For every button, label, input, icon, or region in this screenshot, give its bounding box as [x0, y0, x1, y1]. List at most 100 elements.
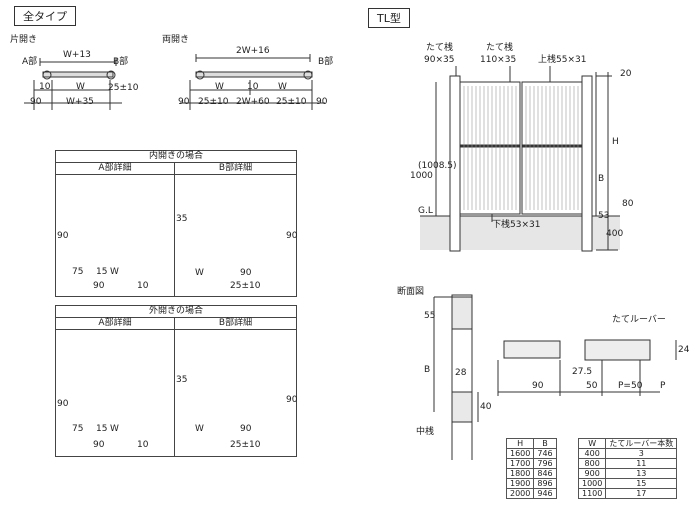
louver-cell: 13 [605, 468, 678, 479]
outward-a-d75: 75 [72, 424, 84, 434]
single-d90: 90 [30, 97, 42, 107]
hb-cell: 1900 [505, 478, 535, 489]
outward-panel: 外開きの場合 A部詳細 B部詳細 [55, 305, 297, 457]
hb-cell: 1600 [505, 448, 535, 459]
double-w2: W [278, 82, 287, 92]
outward-divider [174, 318, 175, 456]
elev-bottom-rail: 下桟53×31 [492, 220, 541, 230]
tl-type-tag: TL型 [368, 8, 410, 28]
section-d27-5: 27.5 [572, 367, 593, 377]
hb-header-b: B [533, 438, 557, 449]
double-swing-title: 両開き [162, 35, 190, 45]
double-w1: W [215, 82, 224, 92]
inward-a-w: W [110, 267, 119, 277]
louver-cell: 1000 [577, 478, 607, 489]
hb-cell: 746 [533, 448, 557, 459]
louver-header-w: W [577, 438, 607, 449]
louver-cell: 11 [605, 458, 678, 469]
inward-a-d90b: 90 [93, 281, 105, 291]
inward-divider [174, 163, 175, 296]
hb-cell: 896 [533, 478, 557, 489]
section-p: P [660, 381, 666, 391]
elev-post1-size: 90×35 [424, 55, 455, 65]
section-d24: 24 [678, 345, 690, 355]
section-d55: 55 [424, 311, 436, 321]
louver-cell: 15 [605, 478, 678, 489]
inward-b-d90: 90 [240, 268, 252, 278]
single-w13: W+13 [63, 50, 91, 60]
double-d90b: 90 [316, 97, 328, 107]
louver-header-count: たてルーバー本数 [605, 438, 678, 449]
louver-cell: 17 [605, 488, 678, 499]
elev-d80: 80 [622, 199, 634, 209]
single-a-part: A部 [22, 57, 38, 67]
hb-cell: 946 [533, 488, 557, 499]
hb-header-h: H [505, 438, 535, 449]
inward-a-d15: 15 [96, 267, 108, 277]
outward-a-d10: 10 [137, 440, 149, 450]
double-w2-16: 2W+16 [236, 46, 270, 56]
outward-header: 外開きの場合 [56, 306, 296, 318]
elev-h: H [612, 137, 619, 147]
section-middle: 中桟 [416, 427, 435, 437]
inward-b-d90v: 90 [286, 231, 298, 241]
double-d90a: 90 [178, 97, 190, 107]
hb-cell: 846 [533, 468, 557, 479]
all-type-tag: 全タイプ [14, 6, 76, 26]
inward-a-d90: 90 [57, 231, 69, 241]
inward-b-d35: 35 [176, 214, 188, 224]
section-p50: P=50 [618, 381, 643, 391]
louver-cell: 3 [605, 448, 678, 459]
louver-cell: 800 [577, 458, 607, 469]
outward-b-d25: 25±10 [230, 440, 261, 450]
hb-cell: 2000 [505, 488, 535, 499]
elev-top-rail: 上桟55×31 [538, 55, 587, 65]
outward-a-d90: 90 [57, 399, 69, 409]
outward-a-d90b: 90 [93, 440, 105, 450]
outward-a-detail: A部詳細 [56, 318, 174, 330]
double-w2-60: 2W+60 [236, 97, 270, 107]
elev-d400: 400 [606, 229, 624, 239]
inward-a-d75: 75 [72, 267, 84, 277]
inward-a-d10: 10 [137, 281, 149, 291]
double-d25a: 25±10 [198, 97, 229, 107]
outward-b-d90: 90 [240, 424, 252, 434]
single-d25: 25±10 [108, 83, 139, 93]
inward-header: 内開きの場合 [56, 151, 296, 163]
single-b-part: B部 [113, 57, 129, 67]
elev-post2-size: 110×35 [480, 55, 517, 65]
single-swing-title: 片開き [10, 35, 38, 45]
double-d25b: 25±10 [276, 97, 307, 107]
outward-b-d35: 35 [176, 375, 188, 385]
elev-post2: たて桟 [486, 43, 514, 53]
elev-b: B [598, 174, 605, 184]
hb-cell: 796 [533, 458, 557, 469]
section-d28: 28 [455, 368, 467, 378]
inward-panel: 内開きの場合 A部詳細 B部詳細 [55, 150, 297, 297]
single-w: W [76, 82, 85, 92]
single-w35: W+35 [66, 97, 94, 107]
section-d90: 90 [532, 381, 544, 391]
inward-a-detail: A部詳細 [56, 163, 174, 175]
louver-cell: 900 [577, 468, 607, 479]
elev-d53: 53 [598, 211, 610, 221]
outward-b-d90v: 90 [286, 395, 298, 405]
section-d40: 40 [480, 402, 492, 412]
outward-a-w: W [110, 424, 119, 434]
section-b: B [424, 365, 431, 375]
louver-cell: 400 [577, 448, 607, 459]
elev-d1000: 1000 [410, 171, 433, 181]
section-d50: 50 [586, 381, 598, 391]
elev-d20: 20 [620, 69, 632, 79]
outward-b-w: W [195, 424, 204, 434]
